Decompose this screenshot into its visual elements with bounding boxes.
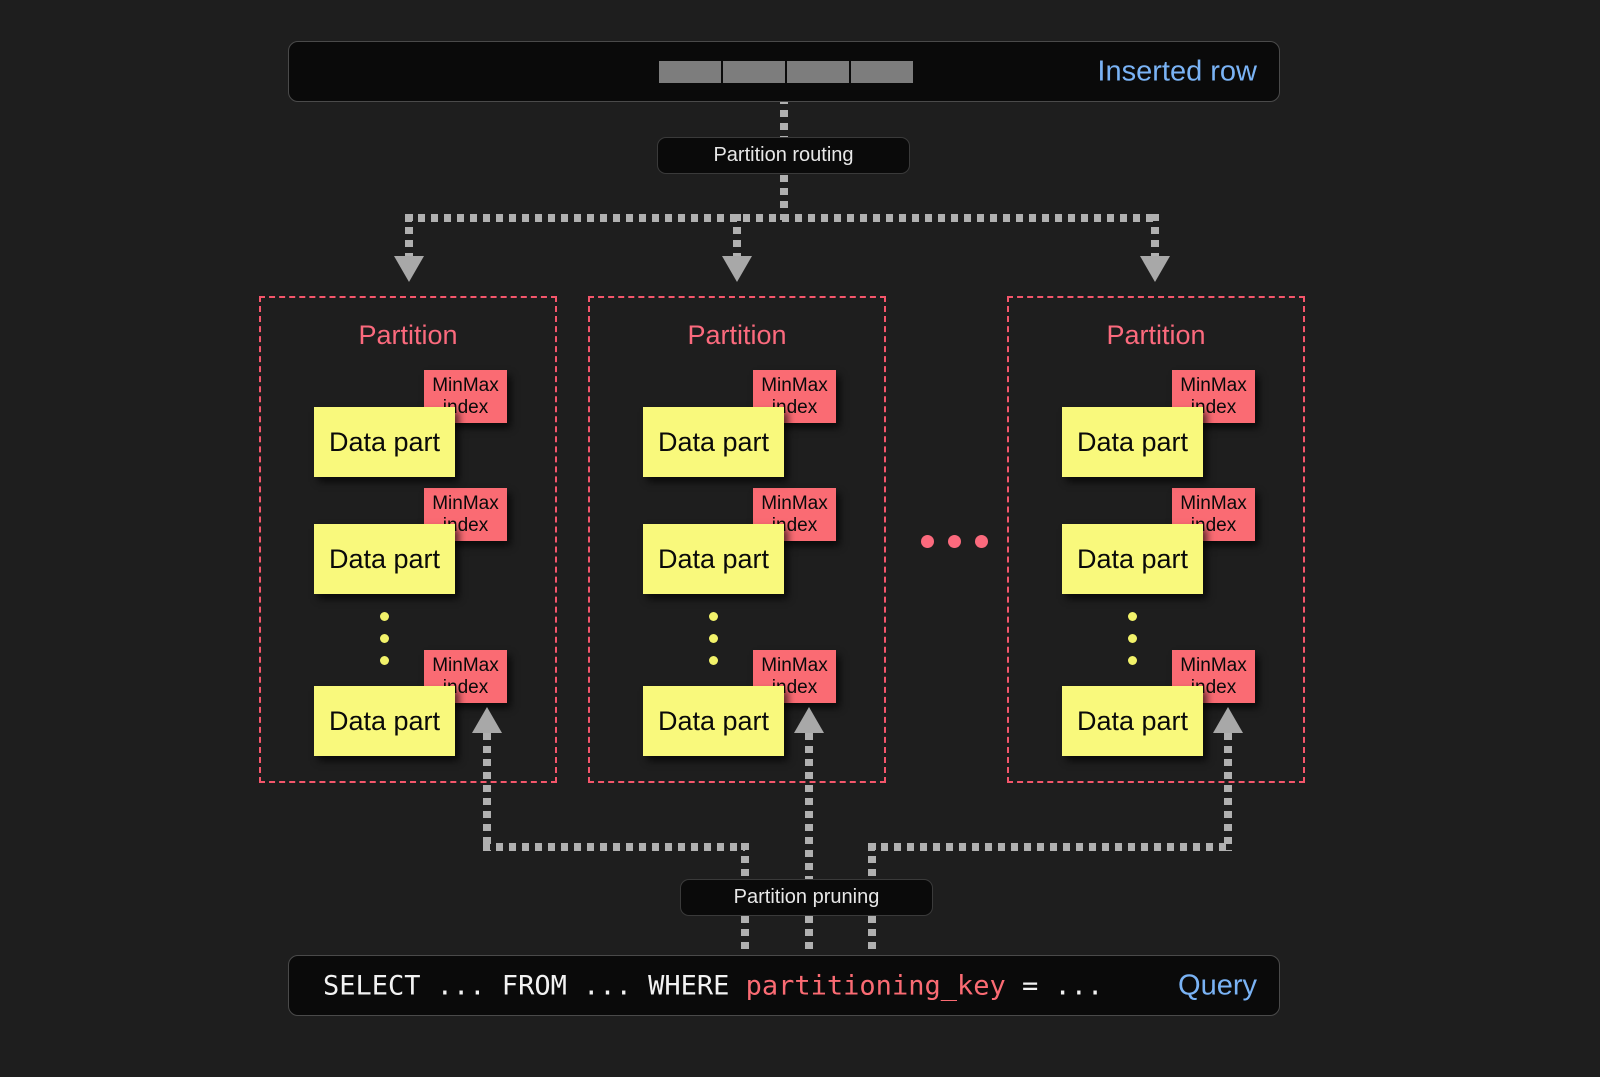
- pruning-line-center-vertical: [805, 733, 813, 891]
- data-part-box: Data part: [314, 407, 455, 477]
- query-bar: SELECT ... FROM ... WHERE partitioning_k…: [288, 955, 1280, 1016]
- routing-arrow-left-icon: [394, 256, 424, 282]
- query-code-prefix: SELECT ... FROM ... WHERE: [323, 970, 746, 1001]
- data-part-label: Data part: [1076, 426, 1189, 457]
- inserted-row-bar: Inserted row: [288, 41, 1280, 102]
- minmax-line-1: MinMax: [761, 375, 828, 397]
- routing-arrow-right-icon: [1140, 256, 1170, 282]
- partition-title: Partition: [687, 320, 787, 350]
- data-part-box: Data part: [314, 686, 455, 756]
- data-part-label: Data part: [1076, 705, 1189, 736]
- pruning-line-left-vertical: [483, 733, 491, 851]
- partition-routing-box: Partition routing: [657, 137, 910, 174]
- data-part-ellipsis: [1128, 612, 1137, 678]
- data-part-label: Data part: [1076, 543, 1189, 574]
- pruning-bus-right: [868, 843, 1232, 851]
- routing-branch-center: [733, 214, 741, 262]
- pruning-arrow-right-icon: [1213, 707, 1243, 733]
- data-part-box: Data part: [1062, 407, 1203, 477]
- ellipsis-dot: [1128, 634, 1137, 643]
- data-part-box: Data part: [314, 524, 455, 594]
- minmax-line-1: MinMax: [761, 493, 828, 515]
- minmax-line-1: MinMax: [761, 655, 828, 677]
- row-cell: [723, 60, 785, 83]
- query-code-text: SELECT ... FROM ... WHERE partitioning_k…: [323, 970, 1103, 1001]
- inserted-row-label: Inserted row: [1097, 55, 1257, 87]
- pruning-arrow-left-icon: [472, 707, 502, 733]
- data-part-box: Data part: [643, 524, 784, 594]
- minmax-index-box: MinMax index: [753, 650, 836, 703]
- ellipsis-dot: [709, 612, 718, 621]
- ellipsis-dot: [380, 634, 389, 643]
- pruning-to-query-left: [741, 916, 749, 958]
- pruning-bus-left: [483, 843, 745, 851]
- minmax-index-box: MinMax index: [753, 488, 836, 541]
- pruning-drop-left: [741, 843, 749, 891]
- minmax-line-1: MinMax: [432, 655, 499, 677]
- data-part-label: Data part: [657, 705, 770, 736]
- query-code-keyword: partitioning_key: [745, 970, 1006, 1001]
- query-code-suffix: = ...: [1005, 970, 1104, 1001]
- data-part-label: Data part: [328, 543, 441, 574]
- minmax-index-box: MinMax index: [1172, 488, 1255, 541]
- data-part-ellipsis: [380, 612, 389, 678]
- partition-box-2: Partition: [588, 296, 886, 783]
- partition-box-3: Partition: [1007, 296, 1305, 783]
- partition-box-1: Partition: [259, 296, 557, 783]
- pruning-to-query-right: [868, 916, 876, 958]
- pruning-arrow-center-icon: [794, 707, 824, 733]
- partition-title: Partition: [358, 320, 458, 350]
- ellipsis-dot: [380, 656, 389, 665]
- ellipsis-dot: [1128, 656, 1137, 665]
- ellipsis-dot: [380, 612, 389, 621]
- partition-pruning-box: Partition pruning: [680, 879, 933, 916]
- ellipsis-dot: [975, 535, 988, 548]
- ellipsis-dot: [709, 656, 718, 665]
- routing-bus-horizontal: [405, 214, 1159, 222]
- minmax-line-1: MinMax: [432, 375, 499, 397]
- minmax-line-1: MinMax: [1180, 655, 1247, 677]
- data-part-label: Data part: [657, 543, 770, 574]
- minmax-line-1: MinMax: [432, 493, 499, 515]
- routing-branch-right: [1151, 214, 1159, 262]
- row-cell: [659, 60, 721, 83]
- minmax-line-1: MinMax: [1180, 493, 1247, 515]
- row-cell: [851, 60, 913, 83]
- data-part-box: Data part: [1062, 686, 1203, 756]
- minmax-line-1: MinMax: [1180, 375, 1247, 397]
- routing-branch-left: [405, 214, 413, 262]
- data-part-label: Data part: [328, 705, 441, 736]
- query-label: Query: [1178, 969, 1257, 1001]
- data-part-label: Data part: [657, 426, 770, 457]
- ellipsis-dot: [921, 535, 934, 548]
- partition-gap-ellipsis: [921, 535, 988, 548]
- ellipsis-dot: [948, 535, 961, 548]
- routing-arrow-center-icon: [722, 256, 752, 282]
- data-part-box: Data part: [643, 407, 784, 477]
- pruning-to-query-center: [805, 916, 813, 958]
- inserted-row-cells: [659, 60, 913, 83]
- data-part-label: Data part: [328, 426, 441, 457]
- data-part-ellipsis: [709, 612, 718, 678]
- partition-title: Partition: [1106, 320, 1206, 350]
- data-part-box: Data part: [643, 686, 784, 756]
- pruning-drop-right: [868, 843, 876, 891]
- data-part-box: Data part: [1062, 524, 1203, 594]
- ellipsis-dot: [709, 634, 718, 643]
- row-cell: [787, 60, 849, 83]
- pruning-line-right-vertical: [1224, 733, 1232, 851]
- ellipsis-dot: [1128, 612, 1137, 621]
